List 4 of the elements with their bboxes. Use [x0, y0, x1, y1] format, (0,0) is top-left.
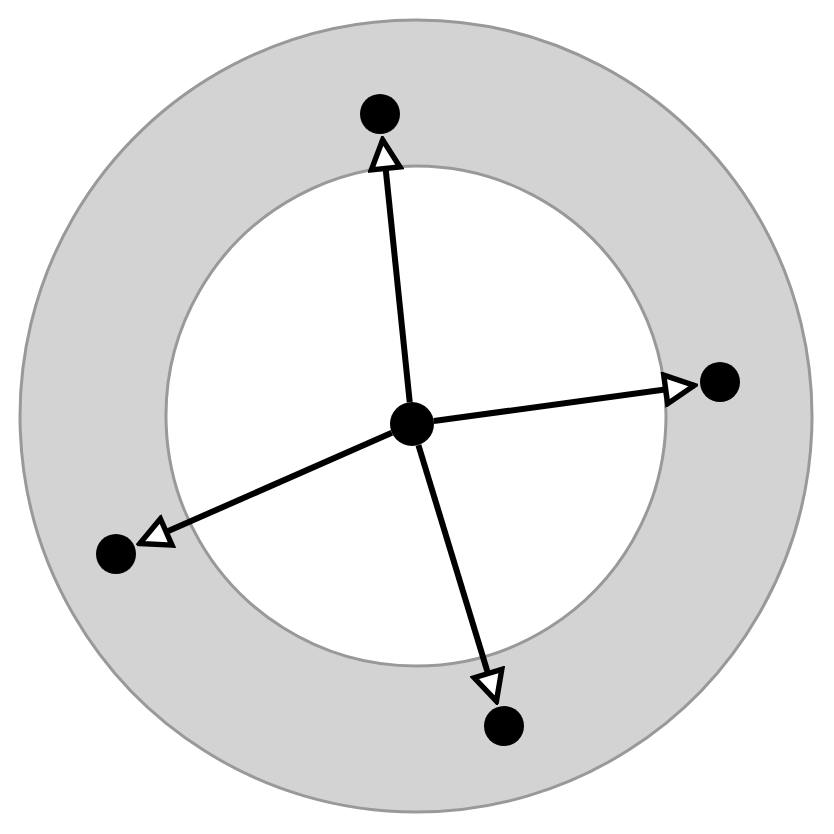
arrow	[368, 137, 413, 403]
arrow	[433, 372, 697, 424]
arrow	[137, 430, 394, 548]
arrow	[415, 444, 505, 704]
